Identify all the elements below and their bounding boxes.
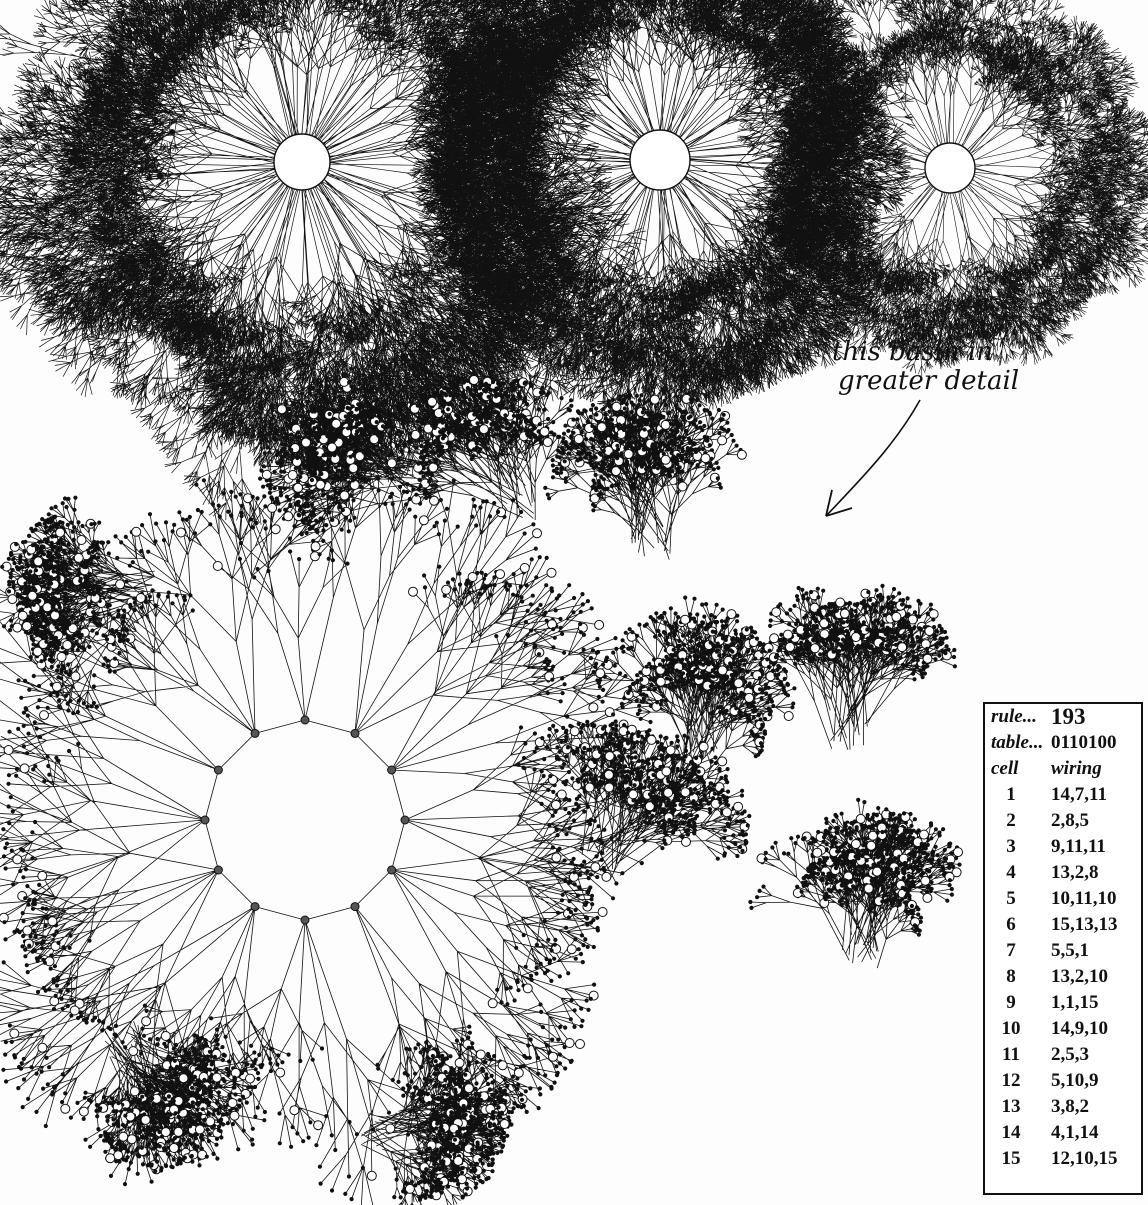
table-label: table...	[985, 732, 1047, 754]
cell-number: 10	[985, 1018, 1037, 1040]
rule-label: rule...	[985, 706, 1047, 728]
cell-number: 11	[985, 1044, 1037, 1066]
cell-wiring: 2,5,3	[1047, 1044, 1141, 1066]
cell-wiring: 1,1,15	[1047, 992, 1141, 1014]
cell-number: 7	[985, 940, 1037, 962]
cell-wiring: 4,1,14	[1047, 1122, 1141, 1144]
wiring-row: 12 5,10,9	[985, 1068, 1141, 1094]
cell-number: 4	[985, 862, 1037, 884]
wiring-row: 6 15,13,13	[985, 912, 1141, 938]
rule-row: rule... 193	[985, 704, 1141, 730]
cell-wiring: 2,8,5	[1047, 810, 1141, 832]
wiring-row: 2 2,8,5	[985, 808, 1141, 834]
detail-annotation: this basin in greater detail	[832, 338, 1032, 396]
cell-number: 15	[985, 1148, 1037, 1170]
wiring-header: wiring	[1047, 758, 1141, 780]
cell-wiring: 3,8,2	[1047, 1096, 1141, 1118]
wiring-row: 13 3,8,2	[985, 1094, 1141, 1120]
table-value: 0110100	[1047, 732, 1141, 754]
wiring-row: 1 14,7,11	[985, 782, 1141, 808]
annotation-line-2: greater detail	[838, 367, 1032, 396]
cell-number: 1	[985, 784, 1037, 806]
cell-wiring: 14,9,10	[1047, 1018, 1141, 1040]
cell-wiring: 12,10,15	[1047, 1148, 1141, 1170]
cell-wiring: 15,13,13	[1047, 914, 1141, 936]
wiring-table: rule... 193 table... 0110100 cell wiring…	[983, 702, 1143, 1195]
table-row: table... 0110100	[985, 730, 1141, 756]
wiring-row: 7 5,5,1	[985, 938, 1141, 964]
annotation-line-1: this basin in	[832, 338, 1032, 367]
cell-number: 14	[985, 1122, 1037, 1144]
column-header-row: cell wiring	[985, 756, 1141, 782]
wiring-row: 3 9,11,11	[985, 834, 1141, 860]
cell-number: 8	[985, 966, 1037, 988]
cell-wiring: 9,11,11	[1047, 836, 1141, 858]
wiring-row: 15 12,10,15	[985, 1146, 1141, 1172]
wiring-row: 8 13,2,10	[985, 964, 1141, 990]
wiring-row: 14 4,1,14	[985, 1120, 1141, 1146]
cell-number: 9	[985, 992, 1037, 1014]
wiring-row: 5 10,11,10	[985, 886, 1141, 912]
cell-wiring: 13,2,8	[1047, 862, 1141, 884]
cell-wiring: 10,11,10	[1047, 888, 1141, 910]
cell-number: 2	[985, 810, 1037, 832]
cell-wiring: 14,7,11	[1047, 784, 1141, 806]
cell-number: 3	[985, 836, 1037, 858]
wiring-rows: 114,7,1122,8,539,11,11413,2,8510,11,1061…	[985, 782, 1141, 1172]
cell-wiring: 5,5,1	[1047, 940, 1141, 962]
cell-number: 6	[985, 914, 1037, 936]
wiring-row: 4 13,2,8	[985, 860, 1141, 886]
cell-wiring: 13,2,10	[1047, 966, 1141, 988]
cell-wiring: 5,10,9	[1047, 1070, 1141, 1092]
rule-value: 193	[1047, 704, 1141, 730]
wiring-row: 11 2,5,3	[985, 1042, 1141, 1068]
cell-number: 13	[985, 1096, 1037, 1118]
basin-detail	[0, 358, 963, 1205]
cell-header: cell	[985, 758, 1047, 780]
cell-number: 5	[985, 888, 1037, 910]
wiring-row: 10 14,9,10	[985, 1016, 1141, 1042]
cell-number: 12	[985, 1070, 1037, 1092]
wiring-row: 9 1,1,15	[985, 990, 1141, 1016]
